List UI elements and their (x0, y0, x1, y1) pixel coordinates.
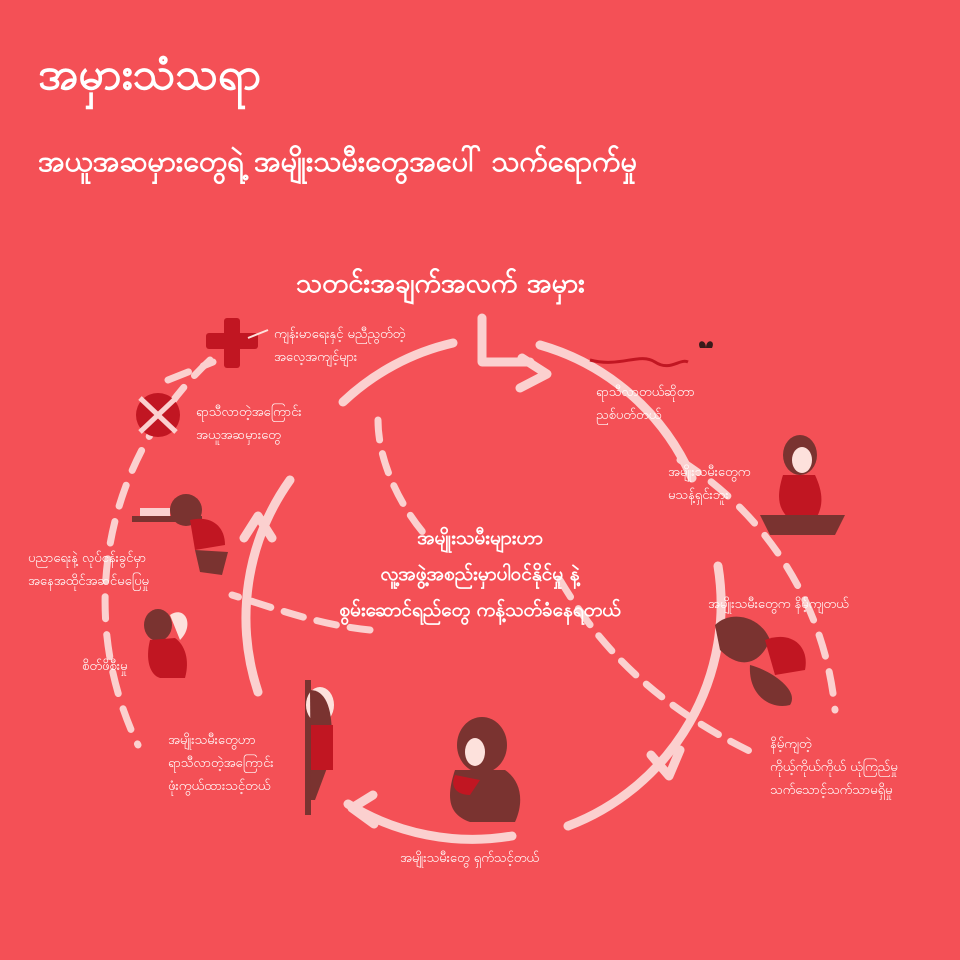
center-line-2: လူ့အဖွဲ့အစည်းမှာပါဝင်နိုင်မှု နဲ့ (380, 563, 580, 586)
label-period-beliefs: ရာသီလာတဲ့အကြောင်း အယူအဆမှားတွေ (196, 405, 302, 443)
hugging-knees-icon (450, 717, 521, 822)
dashed-links (228, 416, 764, 760)
center-line-1: အမျိုးသမီးများဟာ (417, 527, 543, 549)
arrow-up (239, 511, 277, 543)
ribbon-icon (589, 341, 713, 368)
crossed-out-icon (136, 393, 180, 437)
medical-cross-icon (206, 318, 269, 368)
woman-at-desk-icon (132, 494, 228, 575)
label-stress: စိတ်ဖိစီးမှု (82, 659, 128, 674)
label-education-work: ပညာရေးနဲ့ လုပ်ငန်းခွင်မှာ အနေအထိုင်အဆင်မ… (28, 551, 149, 589)
label-women-low: အမျိုးသမီးတွေက နိမ့်ကျတယ် (708, 597, 849, 612)
label-women-shame: အမျိုးသမီးတွေ ရှက်သင့်တယ် (400, 851, 539, 866)
arrow-down (646, 745, 685, 781)
center-message: အမျိုးသမီးများဟာ လူ့အဖွဲ့အစည်းမှာပါဝင်နိ… (300, 520, 660, 628)
page-title: အမှားသံသရာ (38, 49, 262, 100)
woman-figure-icon (760, 435, 845, 535)
label-self-esteem: နိမ့်ကျတဲ့ ကိုယ့်ကိုယ်ကိုယ် ယုံကြည်မှု သ… (770, 737, 898, 798)
hiding-behind-door-icon (305, 680, 334, 815)
top-spike (477, 313, 535, 367)
section-heading: သတင်းအချက်အလက် အမှား (296, 268, 585, 299)
label-hide-period: အမျိုးသမီးတွေဟာ ရာသီလာတဲ့အကြောင်း ဖုံးကွ… (168, 733, 274, 794)
label-women-unclean: အမျိုးသမီးတွေက မသန့်ရှင်းဘူး (668, 465, 751, 503)
arrow-left (347, 790, 379, 829)
center-line-3: စွမ်းဆောင်ရည်တွေ ကန့်သတ်ခံနေရတယ် (339, 599, 621, 622)
curled-woman-icon (715, 616, 806, 706)
label-period-dirty: ရာသီလာတယ်ဆိုတာ ညစ်ပတ်တယ် (596, 385, 695, 423)
label-nurse-advice: ကျန်းမာရေးနှင့် မညီညွတ်တဲ့ အလေ့အကျင့်မျာ… (274, 327, 406, 365)
stressed-woman-icon (144, 609, 188, 678)
page-subtitle: အယူအဆမှားတွေရဲ့ အမျိုးသမီးတွေအပေါ် သက်ရေ… (38, 144, 638, 178)
